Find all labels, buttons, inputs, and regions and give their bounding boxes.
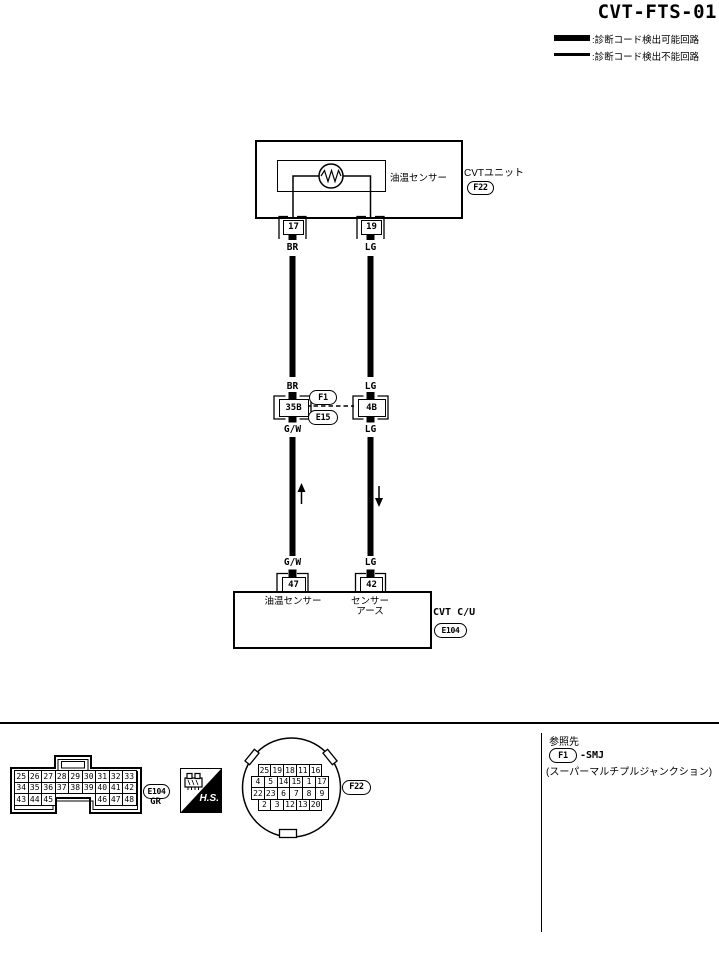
terminal-brackets [273, 215, 389, 593]
wire-lg-upper [367, 256, 374, 377]
e104-pin-cell: 45 [41, 793, 56, 806]
f22-pin-cell: 13 [295, 798, 310, 812]
e104-pin-cell: 46 [95, 793, 110, 806]
f22-pin-cell: 20 [308, 798, 323, 812]
terminal-4b: 4B [357, 399, 386, 417]
cvt-cu-box [233, 591, 432, 649]
flow-arrow-down [375, 486, 383, 507]
terminal-17: 17 [283, 219, 304, 235]
terminal-19: 19 [361, 219, 382, 235]
footer-separator-line [0, 722, 719, 724]
wire-br [289, 256, 296, 377]
f22-pin-cell: 3 [270, 798, 285, 812]
e104-pin-cell: 39 [81, 781, 96, 794]
cvt-cu-ground-label-2: アース [356, 606, 384, 617]
wire-color-lg-mid: LG [364, 381, 377, 392]
f22-pin-cell: 16 [308, 764, 323, 777]
wire-color-br-mid: BR [286, 381, 299, 392]
resistor-icon [318, 163, 344, 189]
e104-pin-cell: 44 [27, 793, 42, 806]
f22-pin-cell: 2 [257, 798, 272, 812]
e104-pin-cell: 38 [68, 781, 83, 794]
f22-connector-badge: F22 [342, 780, 371, 795]
legend-undetectable-label: :診断コード検出不能回路 [592, 52, 700, 63]
legend-detectable-label: :診断コード検出可能回路 [592, 35, 700, 46]
cvt-unit-name: CVTユニット [464, 168, 524, 179]
cvt-cu-name: CVT C/U [433, 607, 476, 618]
wire-gw [289, 437, 296, 556]
e104-connector-badge: E104 [143, 784, 170, 799]
hs-label: H.S. [199, 793, 219, 804]
flow-arrow-up [297, 483, 306, 504]
oil-temp-sensor-label: 油温センサー [390, 173, 448, 184]
smj-f1-badge: F1 [309, 390, 337, 405]
wire-color-lg-top: LG [364, 242, 377, 253]
cvt-cu-sensor-label: 油温センサー [264, 596, 322, 607]
e104-color-label: GR [150, 797, 161, 807]
reference-divider-line [541, 733, 542, 932]
terminal-pins [288, 233, 375, 578]
wire-lg-lower [367, 437, 374, 556]
reference-note: (スーパーマルチプルジャンクション) [546, 767, 713, 778]
legend-detectable-line [554, 35, 590, 41]
reference-f1-badge: F1 [549, 748, 577, 763]
wire-color-lg-bot: LG [364, 557, 377, 568]
e104-pin-cell: 48 [122, 793, 137, 806]
hs-stamp: H.S. [180, 768, 222, 813]
terminal-42: 42 [360, 577, 383, 593]
sensor-circuit-lines [292, 175, 372, 219]
e104-pin-cell: 47 [108, 793, 123, 806]
reference-heading: 参照先 [549, 737, 579, 748]
page-title: CVT-FTS-01 [597, 1, 717, 23]
smj-e15-badge: E15 [308, 410, 338, 425]
wire-color-lg-mid2: LG [364, 424, 377, 435]
oil-temp-sensor-box [277, 160, 386, 192]
e104-pin-cell: 43 [14, 793, 29, 806]
wire-color-gw-mid: G/W [283, 424, 302, 435]
cvt-cu-connector-badge: E104 [434, 623, 467, 638]
terminal-35b: 35B [278, 399, 309, 417]
e104-pin-cell: 37 [54, 781, 69, 794]
reference-suffix: -SMJ [580, 750, 605, 761]
cvt-unit-connector-badge: F22 [467, 181, 494, 195]
connector-icon [184, 772, 203, 790]
cvt-unit-box [255, 140, 463, 219]
f22-pin-cell: 17 [314, 775, 329, 789]
f22-pin-cell: 12 [283, 798, 297, 812]
wire-color-gw-bot: G/W [283, 557, 302, 568]
legend-undetectable-line [554, 53, 590, 56]
cvt-cu-ground-label-1: センサー [350, 596, 389, 607]
wire-color-br-top: BR [286, 242, 299, 253]
